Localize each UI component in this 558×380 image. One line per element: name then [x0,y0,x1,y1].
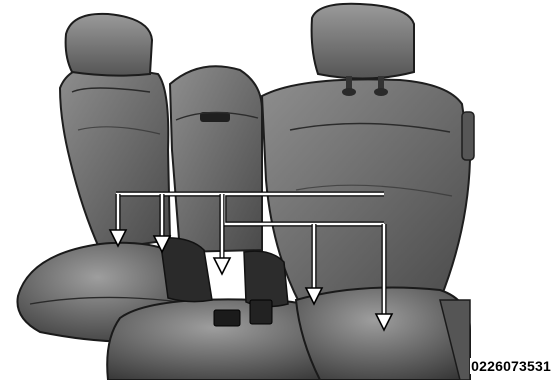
figure-reference-id: 0226073531 [470,358,552,374]
seatback-release-lever [462,112,474,160]
arrow-3 [214,258,230,274]
left-seatback [60,65,170,250]
left-headrest [66,14,152,76]
